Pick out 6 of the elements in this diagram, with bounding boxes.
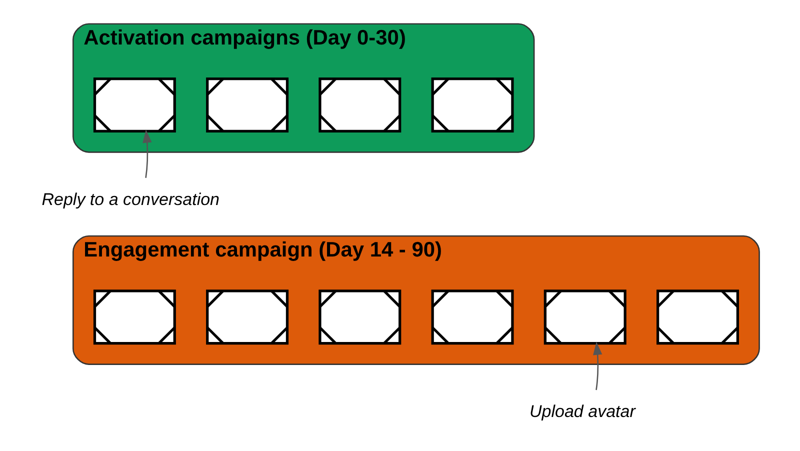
arrow	[142, 130, 152, 178]
node-text: Reply to a conversation	[41, 190, 220, 210]
node-text: Upload avatar	[528, 402, 635, 422]
cluster: Activation campaigns (Day 0-30)	[72, 23, 534, 153]
arrow	[592, 342, 602, 390]
cluster: Engagement campaign (Day 14 - 90)	[72, 235, 760, 365]
